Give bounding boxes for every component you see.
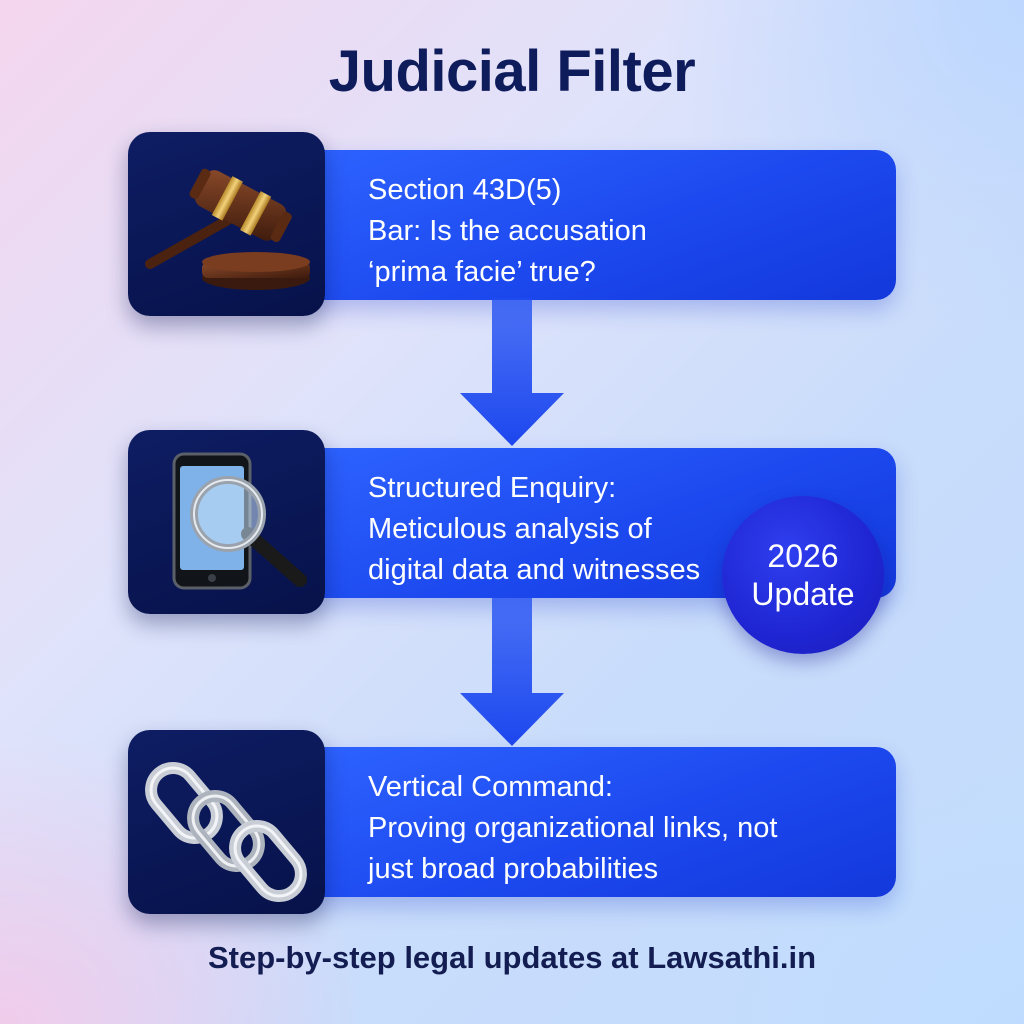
step-2-text: Structured Enquiry: Meticulous analysis … xyxy=(368,468,876,591)
badge-year: 2026 xyxy=(767,538,839,574)
step-3-line-2: Proving organizational links, not xyxy=(368,812,778,844)
gavel-icon xyxy=(128,132,325,316)
step-1-card: Section 43D(5) Bar: Is the accusation ‘p… xyxy=(300,150,896,300)
step-3-line-3: just broad probabilities xyxy=(368,853,659,885)
arrow-down-icon xyxy=(460,598,564,746)
page-title: Judicial Filter xyxy=(328,39,696,104)
step-1-line-2: Bar: Is the accusation xyxy=(368,215,647,247)
chain-link-icon xyxy=(128,730,325,914)
step-3-text: Vertical Command: Proving organizational… xyxy=(368,767,876,890)
step-2-line-2: Meticulous analysis of xyxy=(368,513,652,545)
update-badge: 2026 Update xyxy=(722,496,884,654)
step-2-line-1: Structured Enquiry: xyxy=(368,472,617,504)
step-1-line-1: Section 43D(5) xyxy=(368,174,562,206)
footer-text: Step-by-step legal updates at Lawsathi.i… xyxy=(207,940,817,975)
step-1-text: Section 43D(5) Bar: Is the accusation ‘p… xyxy=(368,170,876,293)
phone-magnifier-icon xyxy=(128,430,325,614)
arrow-down-icon xyxy=(460,298,564,446)
step-2-line-3: digital data and witnesses xyxy=(368,554,701,586)
step-1-line-3: ‘prima facie’ true? xyxy=(368,256,596,288)
step-3-line-1: Vertical Command: xyxy=(368,771,613,803)
badge-label: Update xyxy=(751,576,855,612)
step-3-card: Vertical Command: Proving organizational… xyxy=(300,747,896,897)
